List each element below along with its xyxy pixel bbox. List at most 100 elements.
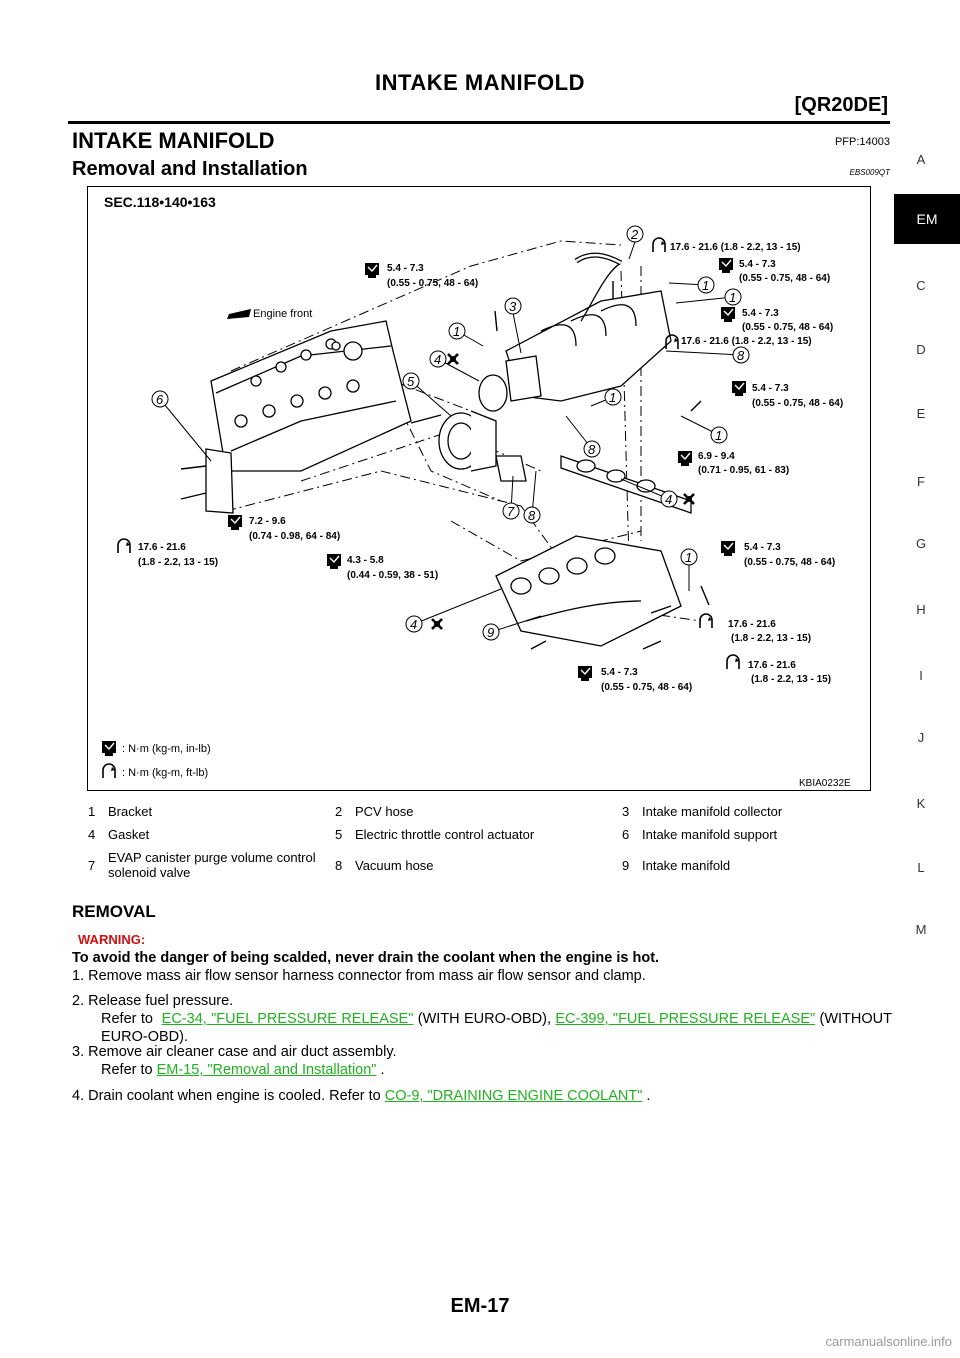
callout-1a-label: 1 bbox=[702, 278, 709, 293]
torque-12b: (1.8 - 2.2, 13 - 15) bbox=[731, 633, 811, 644]
callout-3: 3 bbox=[504, 297, 522, 354]
link-ec-399[interactable]: EC-399, "FUEL PRESSURE RELEASE" bbox=[555, 1011, 816, 1027]
callout-1c: 1 bbox=[448, 322, 484, 347]
callout-1e: 1 bbox=[680, 415, 728, 444]
refer-text: Refer to bbox=[101, 1011, 153, 1027]
part-label: Electric throttle control actuator bbox=[355, 827, 535, 842]
torque-inlb-icon bbox=[720, 540, 736, 557]
callout-8b: 8 bbox=[565, 415, 601, 458]
step-2: 2. Release fuel pressure. Refer to EC-34… bbox=[72, 992, 892, 1046]
refer-text: (WITH EURO-OBD), bbox=[413, 1011, 556, 1027]
intake-manifold-illustration bbox=[495, 455, 692, 647]
torque-14b: (0.55 - 0.75, 48 - 64) bbox=[601, 682, 692, 693]
callout-4b: 4 bbox=[620, 478, 678, 508]
torque-8b: (0.74 - 0.98, 64 - 84) bbox=[249, 531, 340, 542]
callout-2: 2 bbox=[626, 225, 644, 260]
part-label: Bracket bbox=[108, 804, 153, 819]
callout-5-label: 5 bbox=[407, 374, 415, 389]
torque-11a: 5.4 - 7.3 bbox=[744, 542, 781, 553]
torque-12a: 17.6 - 21.6 bbox=[728, 619, 776, 630]
torque-2b: (0.55 - 0.75, 48 - 64) bbox=[387, 278, 478, 289]
side-tab-em[interactable]: EM bbox=[894, 194, 960, 244]
side-tab-f[interactable]: F bbox=[917, 474, 925, 489]
torque-3a: 5.4 - 7.3 bbox=[739, 259, 776, 270]
side-tab-i[interactable]: I bbox=[919, 668, 923, 683]
callout-4b-label: 4 bbox=[665, 492, 672, 507]
legend-inlb: : N·m (kg-m, in-lb) bbox=[122, 743, 211, 755]
torque-13b: (1.8 - 2.2, 13 - 15) bbox=[751, 674, 831, 685]
callout-5: 5 bbox=[402, 372, 452, 417]
side-tab-g[interactable]: G bbox=[915, 536, 927, 551]
section-code: PFP:14003 bbox=[834, 136, 890, 148]
part-number: 6 bbox=[622, 827, 630, 842]
torque-5: 17.6 - 21.6 (1.8 - 2.2, 13 - 15) bbox=[681, 336, 812, 347]
torque-inlb-icon bbox=[364, 262, 380, 279]
table-row: 4 Gasket 5 Electric throttle control act… bbox=[82, 823, 882, 846]
torque-10a: 4.3 - 5.8 bbox=[347, 555, 384, 566]
torque-9b: (1.8 - 2.2, 13 - 15) bbox=[138, 557, 218, 568]
refer-text: . bbox=[376, 1062, 385, 1078]
callout-1c-label: 1 bbox=[453, 324, 460, 339]
callout-8c: 8 bbox=[523, 470, 541, 524]
side-tab-j[interactable]: J bbox=[917, 730, 925, 745]
side-tab-l[interactable]: L bbox=[917, 860, 925, 875]
torque-6b: (0.55 - 0.75, 48 - 64) bbox=[752, 398, 843, 409]
side-tab-m[interactable]: M bbox=[915, 922, 927, 937]
intake-collector-illustration bbox=[438, 252, 672, 472]
callout-8a: 8 bbox=[665, 346, 750, 364]
torque-3b: (0.55 - 0.75, 48 - 64) bbox=[739, 273, 830, 284]
link-co-9[interactable]: CO-9, "DRAINING ENGINE COOLANT" bbox=[384, 1088, 643, 1104]
callout-8b-label: 8 bbox=[588, 442, 596, 457]
torque-inlb-icon bbox=[677, 450, 693, 467]
side-tab-k[interactable]: K bbox=[916, 796, 926, 811]
side-tab-e[interactable]: E bbox=[916, 406, 926, 421]
torque-inlb-icon bbox=[720, 306, 736, 323]
legend-ftlb: : N·m (kg-m, ft-lb) bbox=[122, 767, 208, 779]
part-number: 2 bbox=[335, 804, 343, 819]
link-em-15[interactable]: EM-15, "Removal and Installation" bbox=[156, 1062, 377, 1078]
callout-2-label: 2 bbox=[630, 227, 639, 242]
callout-4c-label: 4 bbox=[410, 617, 417, 632]
callout-8a-label: 8 bbox=[737, 348, 745, 363]
torque-ftlb-icon bbox=[652, 237, 666, 253]
part-number: 4 bbox=[88, 827, 96, 842]
torque-4a: 5.4 - 7.3 bbox=[742, 308, 779, 319]
callout-1e-label: 1 bbox=[715, 428, 722, 443]
side-tab-d[interactable]: D bbox=[916, 342, 926, 357]
legend-inlb-icon bbox=[101, 740, 117, 757]
engine-code: [QR20DE] bbox=[794, 94, 888, 116]
side-tab-c[interactable]: C bbox=[916, 278, 926, 293]
torque-inlb-icon bbox=[577, 665, 593, 682]
callout-markers: 2 1 1 3 1 8 4 5 6 1 1 8 4 7 8 1 4 9 bbox=[151, 225, 750, 641]
callout-6-label: 6 bbox=[156, 392, 164, 407]
torque-9a: 17.6 - 21.6 bbox=[138, 542, 186, 553]
torque-13a: 17.6 - 21.6 bbox=[748, 660, 796, 671]
page-number: EM-17 bbox=[450, 1295, 510, 1317]
side-tab-h[interactable]: H bbox=[916, 602, 926, 617]
torque-11b: (0.55 - 0.75, 48 - 64) bbox=[744, 557, 835, 568]
part-label: PCV hose bbox=[355, 804, 414, 819]
step-2-title: 2. Release fuel pressure. bbox=[72, 993, 234, 1009]
callout-4a: 4 bbox=[429, 350, 480, 382]
part-number: 7 bbox=[88, 857, 96, 873]
torque-8a: 7.2 - 9.6 bbox=[249, 516, 286, 527]
subsection-title: Removal and Installation bbox=[72, 158, 308, 180]
side-tab-a[interactable]: A bbox=[916, 152, 926, 167]
callout-7-label: 7 bbox=[507, 504, 515, 519]
no-reuse-icon bbox=[446, 352, 460, 366]
torque-4b: (0.55 - 0.75, 48 - 64) bbox=[742, 322, 833, 333]
callout-7: 7 bbox=[502, 475, 520, 520]
header-rule bbox=[68, 121, 890, 124]
part-label: Gasket bbox=[108, 827, 150, 842]
torque-inlb-icon bbox=[326, 553, 342, 570]
part-label: Intake manifold support bbox=[642, 827, 778, 842]
link-ec-34[interactable]: EC-34, "FUEL PRESSURE RELEASE" bbox=[161, 1011, 414, 1027]
part-number: 9 bbox=[622, 857, 630, 873]
legend-ftlb-icon bbox=[102, 763, 116, 779]
part-label: Intake manifold bbox=[642, 857, 731, 873]
step-3-refer: Refer to EM-15, "Removal and Installatio… bbox=[72, 1061, 892, 1079]
callout-8c-label: 8 bbox=[528, 508, 536, 523]
callout-1d: 1 bbox=[590, 388, 622, 407]
warning-text: To avoid the danger of being scalded, ne… bbox=[72, 950, 660, 966]
callout-4a-label: 4 bbox=[434, 352, 441, 367]
